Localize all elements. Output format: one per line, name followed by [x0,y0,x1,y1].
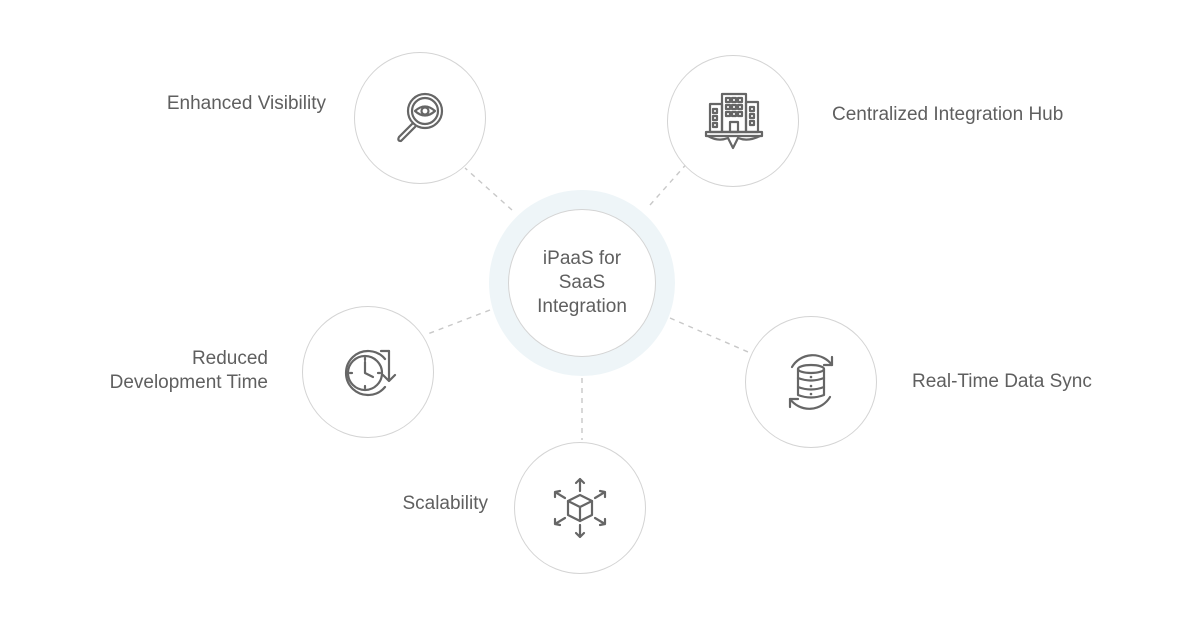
connector-real-time-data-sync [669,317,756,356]
office-building-icon [704,92,764,150]
label-real-time-data-sync: Real-Time Data Sync [912,371,1092,392]
connector-centralized-integration-hub [649,159,691,206]
node-centralized-integration-hub [667,55,799,187]
label-centralized-integration-hub: Centralized Integration Hub [832,104,1064,125]
cube-expand-icon [553,477,607,539]
clock-arrow-icon [344,349,397,397]
label-scalability: Scalability [402,493,488,514]
hub-circle: iPaaS for SaaS Integration [508,209,656,357]
node-enhanced-visibility [354,52,486,184]
node-reduced-development-time [302,306,434,438]
node-real-time-data-sync [745,316,877,448]
label-reduced-development-time: Reduced Development Time [109,348,268,393]
database-sync-icon [788,354,834,410]
node-scalability [514,442,646,574]
connector-enhanced-visibility [464,167,513,211]
hub-label: iPaaS for SaaS Integration [537,248,627,317]
label-enhanced-visibility: Enhanced Visibility [166,93,326,114]
connector-reduced-development-time [424,309,491,336]
magnifier-eye-icon [397,92,444,143]
